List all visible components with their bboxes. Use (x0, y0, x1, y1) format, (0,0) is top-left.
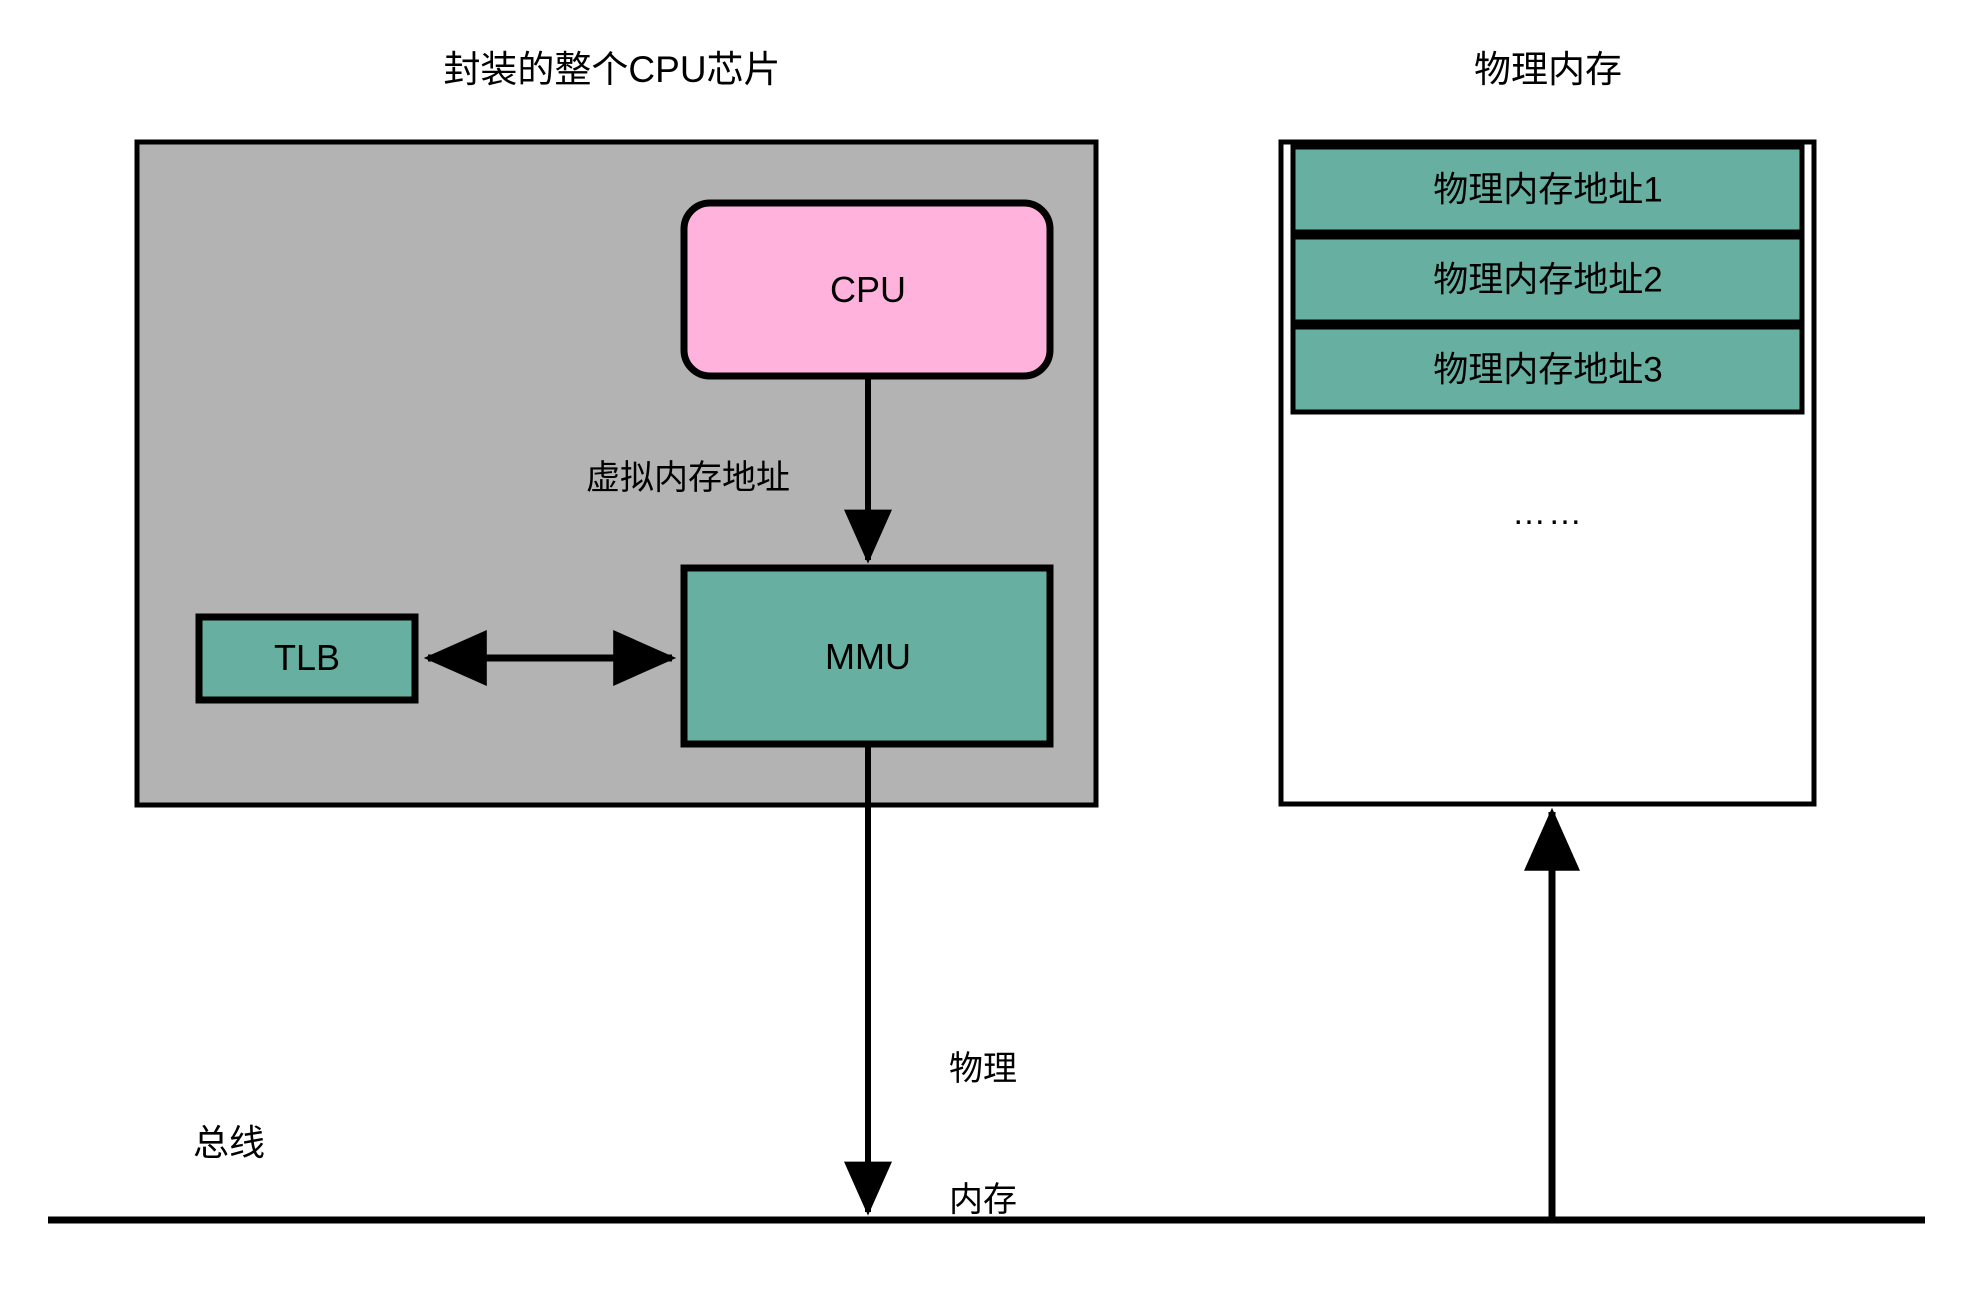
physical-address-edge-label-line2: 内存 (949, 1180, 1017, 1219)
memory-row-block-2 (1290, 234, 1805, 325)
memory-title: 物理内存 (1474, 49, 1622, 90)
mmu-block-label: MMU (825, 635, 911, 677)
memory-row-label-2: 物理内存地址2 (1433, 260, 1663, 300)
memory-row-label-1: 物理内存地址1 (1433, 170, 1663, 210)
cpu-block (680, 199, 1054, 380)
cpu-block-label: CPU (829, 268, 907, 310)
memory-row-block-1 (1290, 144, 1805, 235)
tlb-block-label: TLB (273, 636, 341, 678)
physical-address-edge-label-line1: 物理 (949, 1050, 1017, 1089)
memory-ellipsis-label: …… (1512, 493, 1584, 532)
tlb-block (195, 613, 419, 704)
physical-address-edge-label: 物理 内存 地址 (949, 961, 1017, 1300)
chip-title: 封装的整个CPU芯片 (443, 49, 781, 90)
virtual-address-edge-label: 虚拟内存地址 (586, 458, 790, 497)
memory-row-block-3 (1290, 324, 1805, 415)
mmu-block (680, 564, 1054, 748)
bus-label: 总线 (192, 1122, 266, 1163)
memory-row-label-3: 物理内存地址3 (1433, 350, 1663, 390)
